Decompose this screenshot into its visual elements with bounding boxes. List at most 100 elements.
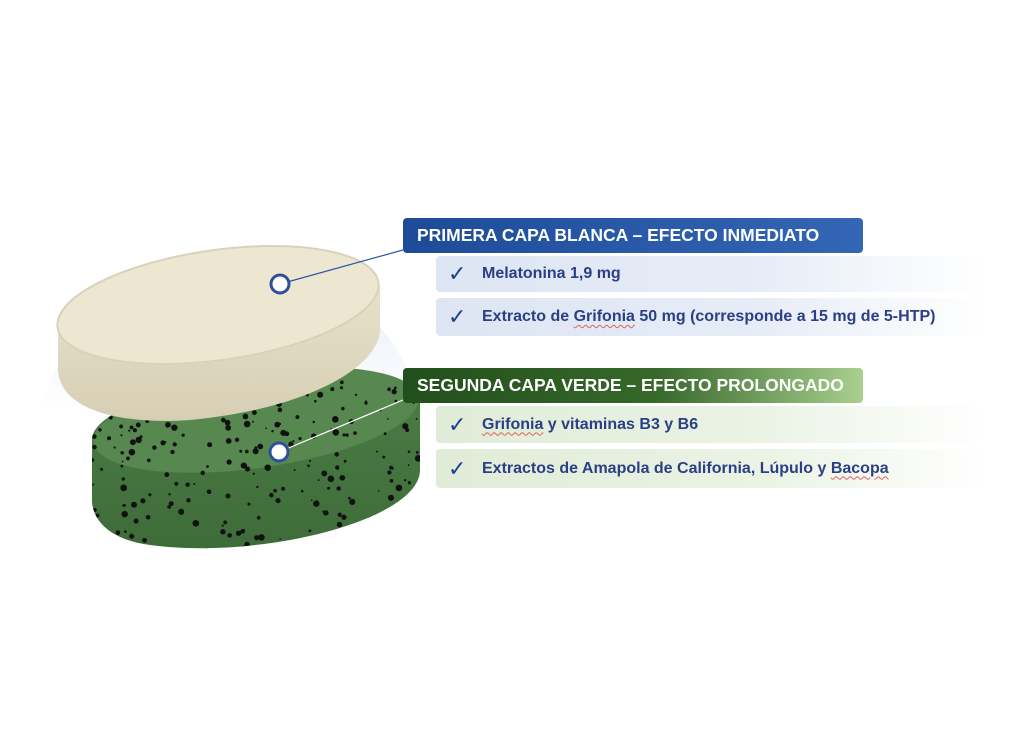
- speckle: [92, 434, 97, 439]
- speckle: [321, 470, 328, 477]
- speckle: [132, 428, 138, 433]
- speckle: [92, 458, 95, 463]
- speckle: [164, 441, 167, 444]
- speckle: [300, 489, 304, 493]
- speckle: [387, 387, 391, 392]
- speckle: [251, 410, 257, 415]
- speckle: [275, 497, 281, 504]
- speckle: [175, 483, 178, 486]
- speckle: [402, 423, 409, 430]
- speckle: [407, 514, 414, 521]
- speckle: [405, 428, 410, 433]
- white-layer-tablet: [56, 245, 380, 421]
- speckle: [119, 424, 124, 429]
- speckle: [334, 452, 339, 457]
- speckle: [257, 443, 264, 450]
- speckle: [98, 428, 102, 432]
- speckle: [387, 470, 392, 475]
- speckle: [203, 547, 210, 549]
- speckle: [242, 529, 246, 532]
- speckle: [376, 450, 379, 453]
- speckle: [252, 472, 255, 475]
- speckle: [220, 529, 226, 535]
- speckle: [223, 520, 228, 525]
- speckle: [139, 435, 143, 439]
- speckle: [200, 470, 206, 476]
- speckle: [243, 420, 251, 428]
- speckle: [113, 446, 116, 449]
- speckle: [278, 422, 282, 426]
- speckle: [415, 451, 419, 454]
- speckle: [343, 459, 347, 463]
- speckle: [122, 503, 126, 507]
- speckle: [108, 415, 113, 420]
- speckle: [348, 496, 351, 500]
- circle-marker-icon: [269, 273, 291, 295]
- speckle: [313, 500, 320, 507]
- speckle: [135, 422, 141, 428]
- speckle: [170, 449, 175, 455]
- speckle: [129, 533, 135, 539]
- speckle: [389, 479, 394, 483]
- speckle: [254, 446, 258, 449]
- speckle: [253, 449, 259, 455]
- speckle: [227, 533, 232, 538]
- speckle: [351, 552, 353, 554]
- speckle: [207, 442, 213, 448]
- speckle: [100, 467, 104, 471]
- speckle: [96, 515, 98, 518]
- layer-1-item: ✓ Extracto de Grifonia 50 mg (correspond…: [436, 298, 986, 336]
- speckle: [417, 524, 420, 530]
- speckle: [324, 550, 326, 552]
- speckle: [274, 421, 281, 428]
- checkmark-icon: ✓: [448, 304, 467, 329]
- speckle: [129, 425, 134, 430]
- speckle: [336, 486, 341, 491]
- speckle: [288, 441, 294, 448]
- speckle: [252, 420, 254, 423]
- speckle: [225, 493, 231, 499]
- speckle: [403, 479, 407, 482]
- speckle: [206, 489, 212, 495]
- item-text: Extracto de Grifonia 50 mg (corresponde …: [482, 308, 936, 325]
- speckle: [314, 540, 317, 544]
- speckle: [264, 464, 271, 471]
- speckle: [332, 429, 340, 436]
- speckle: [164, 472, 170, 478]
- speckle: [317, 391, 324, 398]
- speckle: [410, 533, 413, 537]
- speckle: [142, 537, 147, 543]
- speckle: [247, 502, 251, 506]
- speckle: [295, 415, 300, 420]
- speckle: [256, 515, 261, 520]
- speckle: [256, 485, 259, 489]
- speckle: [92, 483, 95, 486]
- speckle: [120, 484, 127, 492]
- speckle: [168, 493, 171, 496]
- item-text: Extractos de Amapola de California, Lúpu…: [482, 459, 889, 477]
- speckle: [330, 387, 335, 392]
- speckle: [120, 464, 124, 468]
- speckle: [130, 501, 138, 508]
- speckle: [394, 399, 398, 403]
- speckle: [417, 490, 420, 494]
- speckle: [234, 437, 240, 442]
- speckle: [414, 455, 420, 462]
- speckle: [221, 417, 226, 423]
- speckle: [135, 436, 142, 444]
- speckle: [307, 464, 310, 467]
- speckle: [116, 539, 120, 543]
- speckle: [340, 380, 344, 385]
- speckle: [354, 393, 358, 396]
- speckle: [107, 436, 112, 441]
- layer-1-header: PRIMERA CAPA BLANCA – EFECTO INMEDIATO: [403, 218, 863, 253]
- circle-marker-icon: [268, 441, 290, 463]
- speckle: [402, 516, 407, 521]
- speckle: [341, 406, 345, 411]
- speckle: [128, 448, 136, 456]
- speckle: [349, 498, 356, 506]
- speckle: [145, 514, 151, 520]
- speckle: [121, 460, 124, 463]
- speckle: [335, 465, 340, 470]
- speckle: [168, 501, 174, 507]
